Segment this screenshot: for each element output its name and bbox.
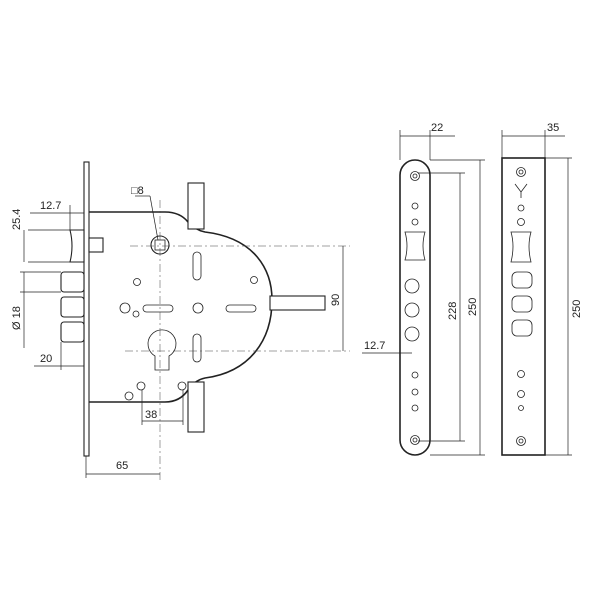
lock-case xyxy=(89,211,273,403)
lock-side-view xyxy=(60,161,350,480)
dim-12-7-strike: 12.7 xyxy=(364,340,385,352)
bolt-opening xyxy=(404,302,420,318)
dim-12-7-latch: 12.7 xyxy=(40,200,61,212)
dim-22: 22 xyxy=(431,122,443,134)
dim-square-8: □8 xyxy=(131,185,144,197)
latch-bolt xyxy=(69,229,85,263)
hole xyxy=(133,278,141,286)
dim-228: 228 xyxy=(447,302,459,320)
hole xyxy=(124,391,134,401)
hole xyxy=(177,381,187,391)
euro-cylinder-cutout xyxy=(147,329,177,371)
hole xyxy=(250,276,258,284)
top-rod xyxy=(187,182,205,230)
strike-plate xyxy=(399,159,431,456)
lock-dimensions: 25.4 12.7 Ø 18 20 38 65 90 □8 xyxy=(11,185,344,478)
bottom-rod xyxy=(187,381,205,433)
lock-front-view: 35 250 xyxy=(501,122,583,456)
latch-spring xyxy=(88,237,104,253)
dim-250-strike: 250 xyxy=(467,298,479,316)
logo-icon xyxy=(514,183,528,198)
front-plate xyxy=(501,157,546,456)
hole xyxy=(132,310,140,318)
slot xyxy=(142,304,174,313)
bolt-opening xyxy=(511,319,533,337)
deadbolt-3 xyxy=(60,321,85,343)
strike-plate-view: 22 228 12.7 250 xyxy=(362,122,485,456)
deadbolt-2 xyxy=(60,296,85,318)
dim-250-box: 250 xyxy=(571,300,583,318)
latch-opening xyxy=(404,231,426,261)
dim-35: 35 xyxy=(547,122,559,134)
latch-opening xyxy=(510,231,532,263)
slot xyxy=(225,304,257,313)
bolt-opening xyxy=(404,278,420,294)
dim-25-4: 25.4 xyxy=(11,209,23,230)
hole xyxy=(136,381,146,391)
dim-90: 90 xyxy=(330,294,342,306)
bolt-opening xyxy=(404,326,420,342)
faceplate xyxy=(83,161,90,457)
dim-38: 38 xyxy=(145,409,157,421)
slot xyxy=(192,251,202,281)
bolt-opening xyxy=(511,271,533,289)
bolt-opening xyxy=(511,295,533,313)
slot xyxy=(192,333,202,363)
dim-20: 20 xyxy=(40,353,52,365)
hole xyxy=(119,302,131,314)
side-rod xyxy=(269,295,326,311)
dim-65: 65 xyxy=(116,460,128,472)
dim-diameter-18: Ø 18 xyxy=(11,306,23,330)
deadbolt-1 xyxy=(60,271,85,293)
hole xyxy=(192,302,204,314)
